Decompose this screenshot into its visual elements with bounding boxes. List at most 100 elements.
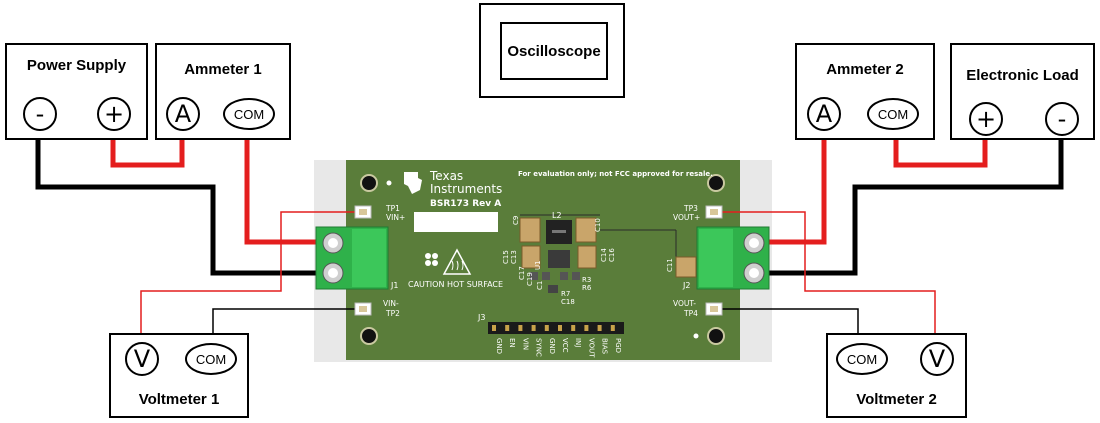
c19-label: C19 [526,272,534,286]
board-notice: For evaluation only; not FCC approved fo… [518,170,713,178]
u1-label: U1 [534,260,542,270]
wire-ammeter2-com-to-eload-pos [893,140,988,168]
terminal-block-j1 [315,226,389,290]
header-pin [531,325,536,331]
test-point-tp1 [354,205,372,219]
brand-line1: Texas [429,169,463,183]
ammeter2-com-terminal[interactable]: COM [867,98,919,130]
power-supply-box: Power Supply - + [5,43,148,140]
ammeter1-com-terminal[interactable]: COM [223,98,275,130]
header-pin [505,325,510,331]
header-pin [610,325,615,331]
wire-j2-to-ammeter2-a [755,140,827,245]
voltmeter2-box: COM V Voltmeter 2 [826,333,967,418]
header-pin [558,325,562,331]
ti-logo [404,172,422,194]
vout-plus-label: VOUT+ [673,213,700,222]
eload-negative-terminal[interactable]: - [1045,102,1079,136]
header-pin-label: GND [548,338,556,354]
voltmeter1-v-terminal[interactable]: V [125,342,159,376]
electronic-load-box: Electronic Load + - [950,43,1095,140]
ps-negative-terminal[interactable]: - [23,97,57,131]
r7-label: R7 [561,290,570,298]
l2-label: L2 [552,211,562,220]
voltmeter1-title: Voltmeter 1 [138,391,220,408]
header-pin [597,325,602,331]
c13-label: C13 [510,250,518,264]
wire-j2-to-eload-neg [755,140,1064,276]
caution-label: CAUTION HOT SURFACE [408,280,503,289]
j3-label: J3 [477,313,485,322]
header-pin [492,325,496,331]
r3-label: R3 [582,276,591,284]
test-point-tp4 [705,302,723,316]
j2-label: J2 [682,281,690,290]
sense-wire-vin-minus [212,308,364,335]
header-pin-label: EN [508,338,516,348]
header-pin [544,325,549,331]
vin-minus-label: VIN- [383,299,399,308]
oscilloscope-box: Oscilloscope [479,3,625,98]
test-point-tp3 [705,205,723,219]
wire-ps-pos-to-ammeter1-a [110,140,185,168]
terminal-block-j2 [696,226,770,290]
voltmeter1-com-terminal[interactable]: COM [185,343,237,375]
ammeter2-a-terminal[interactable]: A [807,97,841,131]
label-plate [414,212,498,232]
tp1-label: TP1 [385,204,400,213]
electronic-load-title: Electronic Load [966,67,1079,84]
header-pins: GND EN VIN SYNC GND VCC INJ VOUT BIAS PGD [492,325,622,358]
r6-label: R6 [582,284,592,292]
header-pin-label: VCC [561,338,569,353]
voltmeter2-v-terminal[interactable]: V [920,342,954,376]
ammeter1-box: Ammeter 1 A COM [155,43,291,140]
c11-label: C11 [666,258,674,272]
sense-wire-vout-plus [722,211,936,335]
oscilloscope-title: Oscilloscope [500,22,608,80]
tp2-label: TP2 [385,309,400,318]
c10-label: C10 [594,218,602,232]
header-pin [571,325,576,331]
voltmeter2-com-terminal[interactable]: COM [836,343,888,375]
ammeter2-box: Ammeter 2 A COM [795,43,935,140]
c15-label: C15 [502,250,510,264]
ammeter2-title: Ammeter 2 [826,61,904,78]
header-pin-label: VIN [521,338,529,350]
header-pin-label: SYNC [535,338,543,357]
wire-ammeter1-com-to-j1 [244,140,332,245]
clover-icon [425,253,438,266]
c9-label: C9 [512,216,520,225]
header-pin-label: GND [495,338,503,354]
header-pin-label: VOUT [587,338,595,358]
mounting-holes [360,174,725,345]
hot-surface-warning-icon [442,248,472,275]
ps-positive-terminal[interactable]: + [97,97,131,131]
c16-label: C16 [608,248,616,262]
ammeter1-title: Ammeter 1 [184,61,262,78]
j1-label: J1 [390,281,398,290]
c1-label: C1 [536,281,544,290]
c17-label: C17 [518,266,526,280]
tp4-label: TP4 [683,309,698,318]
header-pin-label: INJ [574,338,582,347]
vout-minus-label: VOUT- [673,299,696,308]
c14-label: C14 [600,248,608,262]
sense-wire-vout-minus [722,308,859,335]
eload-positive-terminal[interactable]: + [969,102,1003,136]
header-pin-label: PGD [614,338,622,353]
header-pin-label: BIAS [601,338,609,355]
ammeter1-a-terminal[interactable]: A [166,97,200,131]
header-pin [518,325,523,331]
c18-label: C18 [561,298,575,306]
component-area [519,214,697,293]
test-point-tp2 [354,302,372,316]
tp3-label: TP3 [683,204,698,213]
wire-ps-neg-to-j1 [35,140,332,276]
power-supply-title: Power Supply [26,57,127,74]
voltmeter1-box: V COM Voltmeter 1 [109,333,249,418]
brand-line2: Instruments [430,182,502,196]
voltmeter2-title: Voltmeter 2 [856,391,937,408]
board-part-number: BSR173 Rev A [430,199,501,209]
